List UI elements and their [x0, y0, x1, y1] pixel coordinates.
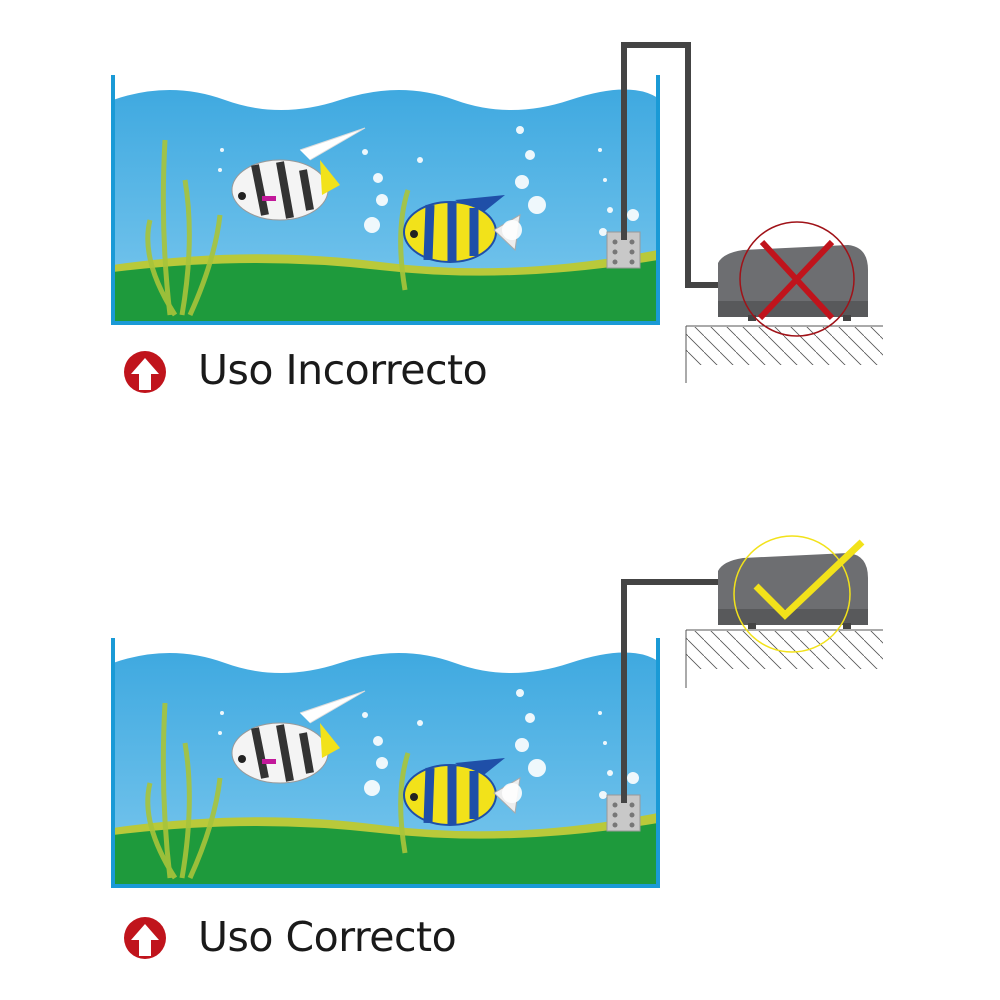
incorrect-caption: Uso Incorrecto — [198, 346, 488, 394]
checkmark-icon — [753, 539, 865, 620]
incorrect-panel — [113, 42, 883, 393]
ok-circle — [733, 535, 851, 653]
arrow-up-circle-icon — [124, 917, 166, 959]
arrow-up-circle-icon — [124, 351, 166, 393]
aquarium-tank — [113, 75, 658, 323]
floor-surface — [685, 629, 883, 688]
correct-caption: Uso Correcto — [198, 913, 457, 961]
air-tube — [621, 579, 718, 803]
air-tube — [621, 42, 718, 288]
warning-circle — [739, 221, 855, 337]
floor-surface — [685, 325, 883, 383]
x-mark-icon — [757, 239, 835, 321]
aquarium-tank — [113, 638, 658, 886]
correct-panel — [113, 535, 883, 959]
